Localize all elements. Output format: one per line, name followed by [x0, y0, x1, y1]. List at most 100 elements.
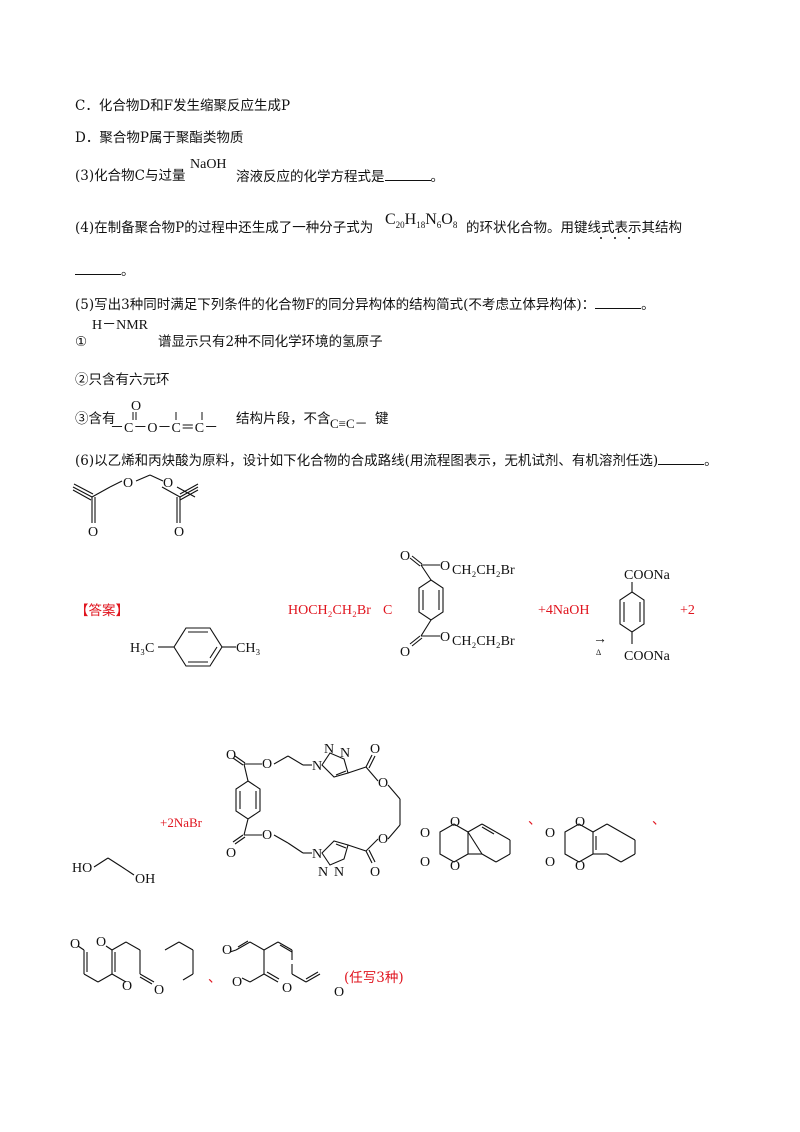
triazole-n: N: [312, 847, 322, 862]
carbonyl-o: O: [545, 826, 555, 841]
isomer-3-right-ring: [164, 941, 194, 981]
formula-n-n: 6: [436, 220, 442, 231]
cond3-prefix: ③含有: [75, 411, 116, 427]
option-d: D．聚合物P属于聚酯类物质: [75, 130, 244, 146]
bis-bromoethyl-terephthalate-structure: O CH₂CH₂Br O O CH₂CH₂Br O: [400, 549, 515, 660]
triazole-n: N: [324, 742, 334, 757]
carbonyl-o: O: [400, 645, 410, 660]
ring-o: O: [122, 979, 132, 994]
fragment-o-label: O: [131, 399, 141, 414]
period: 。: [641, 297, 655, 313]
answer-blank: [75, 262, 121, 275]
answer-blank: [595, 296, 642, 309]
q3-prefix: (3)化合物C与过量: [75, 168, 186, 184]
ester-o: O: [440, 630, 450, 645]
plus-2: +2: [680, 603, 695, 618]
oh-label: OH: [135, 872, 155, 887]
carbonyl-o: O: [370, 742, 380, 757]
carbonyl-o: O: [174, 525, 184, 540]
q5-text: (5)写出3种同时满足下列条件的化合物F的同分异构体的结构简式(不考虑立体异构体…: [75, 297, 596, 313]
ester-o: O: [262, 828, 272, 843]
formula-h-n: 18: [416, 220, 426, 231]
question-3-suffix: 溶液反应的化学方程式是 。: [236, 168, 444, 185]
q4-blank-line: 。: [75, 262, 135, 279]
option-c: C．化合物D和F发生缩聚反应生成P: [75, 98, 291, 114]
separator: 、: [652, 812, 666, 828]
cond3-suffix: 键: [375, 411, 389, 427]
ester-o: O: [378, 832, 388, 847]
ring-o: O: [450, 815, 460, 830]
ethylene-glycol-structure: HO OH: [72, 857, 155, 887]
reaction-arrow: →: [593, 632, 607, 647]
formula-o-n: 8: [452, 220, 458, 231]
carbonyl-o: O: [222, 943, 232, 958]
carbonyl-o: O: [545, 855, 555, 870]
fragment-text: －C－O－C＝C－: [110, 421, 218, 436]
ester-alkene-fragment: O －C－O－C＝C－: [110, 399, 218, 436]
ring-o: O: [450, 859, 460, 874]
formula-n: N: [425, 211, 437, 228]
q3-naoh: NaOH: [190, 157, 227, 172]
emphasis-dot: [614, 237, 616, 239]
carbonyl-o: O: [88, 525, 98, 540]
triazole-n: N: [334, 865, 344, 880]
formula-c-n: 20: [395, 220, 405, 231]
period: 。: [430, 169, 445, 185]
ester-o: O: [123, 476, 133, 491]
formula-c: C: [385, 211, 396, 228]
isomer-3-structure: O O O O: [70, 935, 164, 998]
period: 。: [704, 453, 718, 469]
carbonyl-o: O: [420, 855, 430, 870]
answer-blank: [384, 168, 431, 181]
ho-label: HO: [72, 861, 92, 876]
carbonyl-o: O: [226, 748, 236, 763]
answer-c-letter: C: [383, 603, 393, 618]
carbonyl-o: O: [154, 983, 164, 998]
carbonyl-o: O: [70, 937, 80, 952]
ring-o: O: [575, 859, 585, 874]
coona-bottom: COONa: [624, 649, 671, 664]
carbonyl-o: O: [420, 826, 430, 841]
formula-o: O: [441, 211, 453, 228]
cond2-text: ②只含有六元环: [75, 372, 170, 388]
carbonyl-o: O: [370, 865, 380, 880]
ch2ch2br-top: CH₂CH₂Br: [452, 563, 515, 578]
separator: 、: [528, 812, 542, 828]
cond3-mid: 结构片段，不含: [236, 411, 331, 427]
heat-symbol: Δ: [596, 648, 602, 657]
question-5: (5)写出3种同时满足下列条件的化合物F的同分异构体的结构简式(不考虑立体异构体…: [75, 296, 655, 313]
cond1-text: 谱显示只有2种不同化学环境的氢原子: [158, 334, 383, 350]
isomer-2-structure: O O O O: [545, 815, 636, 874]
carbonyl-o: O: [334, 985, 344, 1000]
triazole-n: N: [318, 865, 328, 880]
answer-blank: [658, 452, 705, 465]
plus-2nabr: +2NaBr: [160, 815, 202, 830]
macrocycle-structure: O O O O N N N O O O N N N O: [226, 742, 401, 880]
carbonyl-o: O: [226, 846, 236, 861]
ester-o: O: [440, 559, 450, 574]
carbonyl-o: O: [400, 549, 410, 564]
q4-prefix: (4)在制备聚合物P的过程中还生成了一种分子式为: [75, 220, 374, 236]
h3c-label: H₃C: [130, 641, 154, 656]
q6-text: (6)以乙烯和丙炔酸为原料，设计如下化合物的合成路线(用流程图表示，无机试剂、有…: [75, 453, 659, 469]
ester-o: O: [262, 757, 272, 772]
target-compound-structure: O O O O: [72, 474, 199, 540]
triazole-n: N: [312, 759, 322, 774]
separator: 、: [208, 970, 222, 986]
p-xylene-structure: H₃C CH₃: [130, 627, 260, 667]
question-6: (6)以乙烯和丙炔酸为原料，设计如下化合物的合成路线(用流程图表示，无机试剂、有…: [75, 452, 718, 469]
cond1-marker: ①: [75, 334, 88, 350]
ester-o: O: [378, 776, 388, 791]
question-3: (3)化合物C与过量: [75, 168, 185, 184]
isomer-4-structure: O O O O: [222, 940, 344, 1000]
q3-suffix: 溶液反应的化学方程式是: [236, 169, 385, 185]
triazole-n: N: [340, 746, 350, 761]
ring-o: O: [232, 975, 242, 990]
ring-o: O: [575, 815, 585, 830]
q4-formula: C20H18N6O8: [385, 212, 457, 233]
answer-hoch2ch2br: HOCH₂CH₂Br: [288, 603, 371, 618]
isomer-1-structure: O O O O: [420, 815, 511, 874]
any-three-note: (任写3种): [344, 970, 404, 986]
disodium-terephthalate-structure: COONa COONa: [619, 568, 671, 664]
ch2ch2br-bottom: CH₂CH₂Br: [452, 634, 515, 649]
